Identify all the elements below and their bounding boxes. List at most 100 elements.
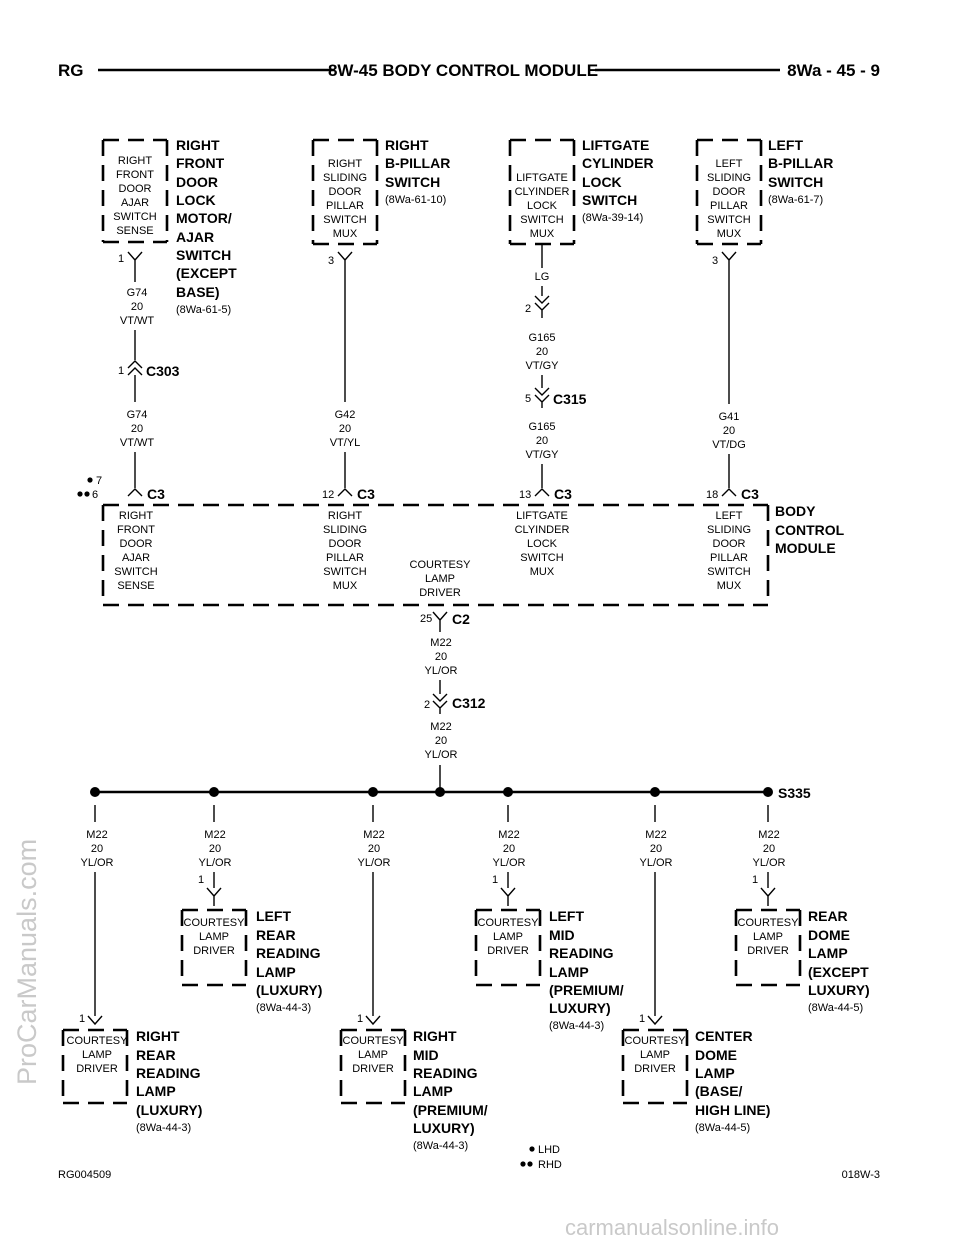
connector-c3-pin18: 18 C3 — [706, 486, 759, 502]
rf-door-ref: (8Wa-61-5) — [176, 304, 231, 316]
wire-label: VT/GY — [525, 360, 559, 372]
rb-ref: (8Wa-61-10) — [385, 194, 446, 206]
lamp-title: READING — [136, 1065, 201, 1081]
wire-m22-c2: M22 20 YL/OR — [424, 637, 457, 677]
lamp-ref: (8Wa-44-3) — [413, 1140, 468, 1152]
bcm-rs-5: MUX — [333, 580, 358, 592]
wire-label: VT/WT — [120, 315, 154, 327]
c3-name-a: C3 — [147, 486, 165, 502]
wire-m22-c312: M22 20 YL/OR — [424, 721, 457, 761]
lamp-title: REAR — [136, 1047, 176, 1063]
wire-label: 20 — [650, 843, 662, 855]
lamp-inner: DRIVER — [76, 1063, 118, 1075]
wire-m22-drop-3: M22 20 YL/OR — [492, 829, 525, 869]
lb-title-0: LEFT — [768, 137, 803, 153]
rb-inner-2: DOOR — [329, 186, 362, 198]
wire-label: 20 — [339, 423, 351, 435]
wire-label: 20 — [536, 435, 548, 447]
lamp-inner: DRIVER — [193, 945, 235, 957]
bcm-lg-1: CLYINDER — [515, 524, 570, 536]
lb-inner-0: LEFT — [716, 158, 743, 170]
wire-label: G41 — [719, 411, 740, 423]
legend-lhd: LHD — [538, 1144, 560, 1156]
c315-pin: 5 — [525, 393, 531, 405]
bcm-title-1: CONTROL — [775, 522, 845, 538]
lg-title-1: CYLINDER — [582, 155, 654, 171]
connector-c315: 5 C315 — [525, 387, 587, 408]
wire-label: VT/YL — [330, 437, 361, 449]
wire-label: M22 — [363, 829, 384, 841]
c3-name-c: C3 — [554, 486, 572, 502]
lamp-title: LUXURY) — [549, 1000, 611, 1016]
bcm-cl-0: COURTESY — [410, 559, 472, 571]
wire-label: YL/OR — [639, 857, 672, 869]
lamp-inner: LAMP — [493, 931, 523, 943]
c303-name: C303 — [146, 363, 180, 379]
lamp-title: LAMP — [136, 1083, 176, 1099]
wire-m22-drop-4: M22 20 YL/OR — [639, 829, 672, 869]
wire-label: 20 — [131, 423, 143, 435]
lamp-pin: 1 — [639, 1013, 645, 1025]
lamp-title: DOME — [808, 927, 850, 943]
lg-title-3: SWITCH — [582, 192, 637, 208]
lamp-title: DOME — [695, 1047, 737, 1063]
watermark-bottom: carmanualsonline.info — [565, 1215, 780, 1240]
wire-label: YL/OR — [424, 665, 457, 677]
lamp-title: (PREMIUM/ — [413, 1102, 488, 1118]
rf-door-inner-1: FRONT — [116, 169, 154, 181]
rf-door-pin: 1 — [118, 253, 124, 265]
lb-title-1: B-PILLAR — [768, 155, 833, 171]
lg-inner-0: LIFTGATE — [516, 172, 568, 184]
rb-title-0: RIGHT — [385, 137, 429, 153]
wire-label: 20 — [435, 735, 447, 747]
wire-label: M22 — [498, 829, 519, 841]
lamp-title: READING — [256, 945, 321, 961]
c3-pin-12: 12 — [322, 489, 334, 501]
rb-inner-3: PILLAR — [326, 200, 364, 212]
lg-title-2: LOCK — [582, 174, 622, 190]
bcm-lg-2: LOCK — [527, 538, 558, 550]
bcm-lg-3: SWITCH — [520, 552, 563, 564]
lamp-inner: COURTESY — [184, 917, 246, 929]
bcm-rf-5: SENSE — [117, 580, 154, 592]
rf-door-title-2: DOOR — [176, 174, 218, 190]
wire-label: 20 — [536, 346, 548, 358]
connector-c2: 25 C2 — [420, 611, 470, 632]
splice-s335: S335 — [90, 785, 811, 801]
lamp-title: MID — [549, 927, 575, 943]
lamp-title: LAMP — [808, 945, 848, 961]
rb-pin: 3 — [328, 255, 334, 267]
lamp-inner: LAMP — [358, 1049, 388, 1061]
c3-pin-lhd: 7 — [96, 475, 102, 487]
lamp-title: (LUXURY) — [256, 982, 322, 998]
rf-door-title-5: AJAR — [176, 229, 214, 245]
wire-label: G42 — [335, 409, 356, 421]
connector-c315-upper: 2 — [525, 295, 550, 318]
c2-name: C2 — [452, 611, 470, 627]
lamp-inner: DRIVER — [634, 1063, 676, 1075]
bcm-title-0: BODY — [775, 503, 816, 519]
rb-title-2: SWITCH — [385, 174, 440, 190]
rf-door-inner-2: DOOR — [119, 183, 152, 195]
bcm-lg-4: MUX — [530, 566, 555, 578]
splice-drop-lines — [94, 805, 769, 1016]
lamp-title: LEFT — [256, 908, 291, 924]
c303-pin: 1 — [118, 365, 124, 377]
component-right-b-pillar-switch: RIGHT SLIDING DOOR PILLAR SWITCH MUX RIG… — [311, 137, 450, 402]
lg-title-0: LIFTGATE — [582, 137, 649, 153]
lamp-title: (EXCEPT — [808, 964, 869, 980]
wire-label: 20 — [131, 301, 143, 313]
bcm-rs-0: RIGHT — [328, 510, 363, 522]
lg-inner-3: SWITCH — [520, 214, 563, 226]
wire-label: 20 — [435, 651, 447, 663]
lg-inner-1: CLYINDER — [515, 186, 570, 198]
rf-door-inner-3: AJAR — [121, 197, 149, 209]
rf-door-title-7: (EXCEPT — [176, 265, 237, 281]
bcm-rs-4: SWITCH — [323, 566, 366, 578]
lamp-inner: COURTESY — [67, 1035, 129, 1047]
rf-door-title-3: LOCK — [176, 192, 216, 208]
footer-left: RG004509 — [58, 1169, 111, 1181]
wire-label: YL/OR — [80, 857, 113, 869]
footer-right: 018W-3 — [842, 1169, 880, 1181]
lamp-pin: 1 — [752, 874, 758, 886]
